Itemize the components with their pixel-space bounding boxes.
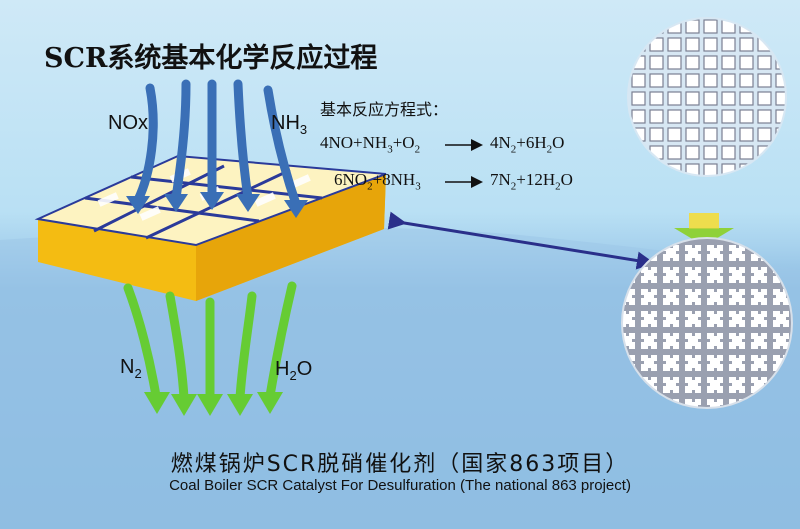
background-water bbox=[0, 227, 800, 529]
equation-1-reactants: 4NO+NH3+O2 bbox=[320, 133, 421, 156]
equation-2-products: 7N2+12H2O bbox=[490, 170, 573, 193]
outflow-arrows bbox=[123, 281, 297, 403]
inflow-arrows bbox=[133, 79, 301, 209]
honeycomb-bottom bbox=[621, 237, 793, 409]
connector-arrow bbox=[387, 211, 655, 270]
input-label-nox: NOx bbox=[108, 112, 148, 134]
equations-heading: 基本反应方程式： bbox=[320, 100, 449, 119]
caption-english: Coal Boiler SCR Catalyst For Desulfurati… bbox=[169, 477, 631, 494]
input-label-nh3: NH3 bbox=[271, 112, 308, 137]
output-label-h2o: H2O bbox=[275, 358, 313, 383]
caption-chinese: 燃煤锅炉SCR脱硝催化剂（国家863项目） bbox=[170, 452, 630, 477]
output-label-n2: N2 bbox=[120, 356, 142, 381]
honeycomb-top bbox=[627, 17, 787, 177]
transition-arrow-icon bbox=[674, 213, 734, 246]
page-title: SCR系统基本化学反应过程 bbox=[44, 43, 378, 74]
inflow-arrowheads bbox=[126, 192, 308, 218]
outflow-arrowheads bbox=[144, 392, 283, 416]
equation-1-products: 4N2+6H2O bbox=[490, 133, 565, 156]
equation-2-reactants: 6NO2+8NH3 bbox=[334, 170, 421, 193]
